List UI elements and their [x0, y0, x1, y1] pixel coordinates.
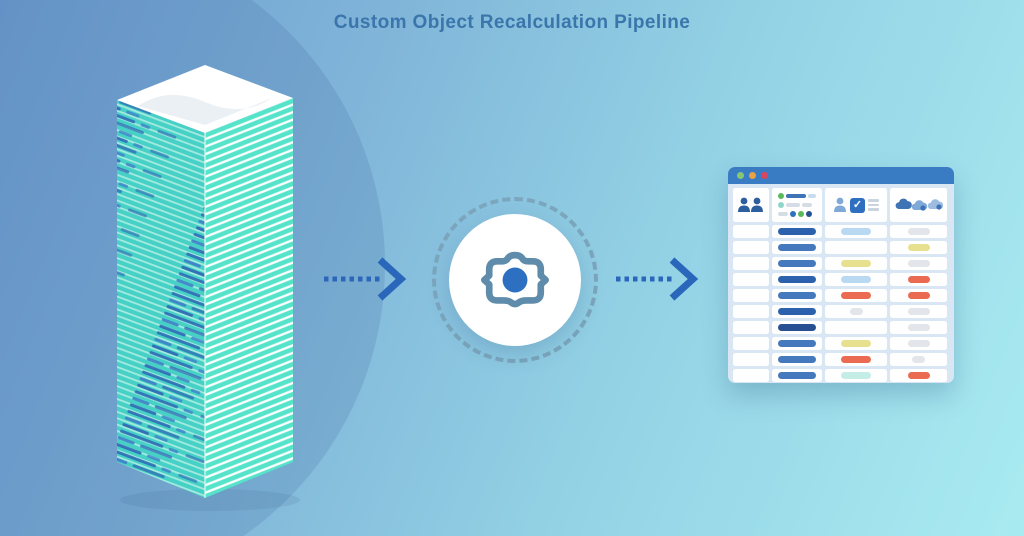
menu-lines-icon: [868, 199, 879, 211]
table-row: [733, 257, 949, 270]
flow-arrow-icon: [324, 257, 407, 301]
value-pill-blue: [778, 340, 816, 347]
table-cell: [890, 369, 947, 382]
table-cell: [890, 321, 947, 334]
table-cell: [772, 273, 822, 286]
value-pill-gray: [849, 308, 863, 315]
assignee-check-icon: ✓: [825, 188, 887, 222]
user-icon: [834, 197, 846, 212]
table-cell: [890, 257, 947, 270]
table-cell: [733, 337, 769, 350]
table-cell: [890, 225, 947, 238]
value-pill-yellow: [841, 340, 871, 347]
table-cell: [772, 353, 822, 366]
table-cell: [890, 289, 947, 302]
value-pill-red: [907, 292, 930, 299]
table-cell: [825, 289, 887, 302]
recalculation-gear-icon: [481, 251, 549, 308]
value-pill-blue: [778, 372, 816, 379]
records-table-window: ✓: [728, 167, 954, 383]
table-cell: [772, 289, 822, 302]
window-titlebar: [728, 167, 954, 184]
table-row: [733, 289, 949, 302]
table-cell: [733, 273, 769, 286]
value-pill-blue: [778, 260, 816, 267]
value-pill-red: [907, 276, 930, 283]
table-cell: [733, 321, 769, 334]
table-cell: [825, 369, 887, 382]
table-cell: [733, 305, 769, 318]
checkbox-icon: ✓: [850, 197, 865, 213]
table-body: [733, 225, 949, 382]
value-pill-gray: [907, 324, 930, 331]
table-row: [733, 225, 949, 238]
value-pill-lightblue: [841, 276, 871, 283]
table-row: [733, 305, 949, 318]
value-pill-gray: [907, 340, 930, 347]
value-pill-gray: [907, 308, 930, 315]
table-header-row: ✓: [733, 188, 949, 222]
value-pill-red: [841, 292, 871, 299]
flow-arrow-icon: [616, 257, 699, 301]
value-pill-red: [841, 356, 871, 363]
table-row: [733, 273, 949, 286]
processor-dashed-ring: [432, 197, 598, 363]
window-dot-icon: [749, 172, 756, 179]
table-cell: [772, 241, 822, 254]
clouds-icon: [890, 188, 947, 222]
table-cell: [733, 225, 769, 238]
table-cell: [825, 225, 887, 238]
value-pill-blue: [778, 244, 816, 251]
table-cell: [890, 273, 947, 286]
table-cell: [733, 289, 769, 302]
page-title: Custom Object Recalculation Pipeline: [333, 12, 691, 33]
table-cell: [772, 257, 822, 270]
value-pill-bluedark: [778, 276, 816, 283]
table-cell: [825, 257, 887, 270]
window-dot-icon: [761, 172, 768, 179]
value-pill-blue: [778, 356, 816, 363]
value-pill-bluedark: [778, 228, 816, 235]
table-cell: [772, 321, 822, 334]
table-cell: [825, 273, 887, 286]
table-row: [733, 241, 949, 254]
users-icon: [733, 188, 769, 222]
table-row: [733, 369, 949, 382]
metrics-list-icon: [772, 188, 822, 222]
table-cell: [825, 305, 887, 318]
value-pill-gray: [907, 260, 930, 267]
table-cell: [772, 225, 822, 238]
table-cell: [825, 321, 887, 334]
value-pill-gray: [912, 356, 925, 363]
table-cell: [825, 353, 887, 366]
window-dot-icon: [737, 172, 744, 179]
value-pill-lightblue: [841, 228, 871, 235]
processor-node: [449, 214, 581, 346]
table-cell: [733, 241, 769, 254]
table-cell: [772, 337, 822, 350]
value-pill-navy: [778, 324, 816, 331]
table-cell: [772, 305, 822, 318]
table-cell: [890, 305, 947, 318]
table-cell: [825, 337, 887, 350]
value-pill-gray: [907, 228, 930, 235]
table-cell: [890, 337, 947, 350]
stacked-records-icon: [117, 65, 300, 511]
table-cell: [772, 369, 822, 382]
table-cell: [733, 257, 769, 270]
table-row: [733, 353, 949, 366]
value-pill-red: [907, 372, 930, 379]
table-cell: [890, 241, 947, 254]
table-cell: [733, 353, 769, 366]
value-pill-teal: [841, 372, 871, 379]
value-pill-bluedark: [778, 308, 816, 315]
table-cell: [890, 353, 947, 366]
value-pill-yellow: [907, 244, 930, 251]
table-cell: [825, 241, 887, 254]
value-pill-yellow: [841, 260, 871, 267]
value-pill-blue: [778, 292, 816, 299]
table-cell: [733, 369, 769, 382]
table-row: [733, 337, 949, 350]
table-row: [733, 321, 949, 334]
